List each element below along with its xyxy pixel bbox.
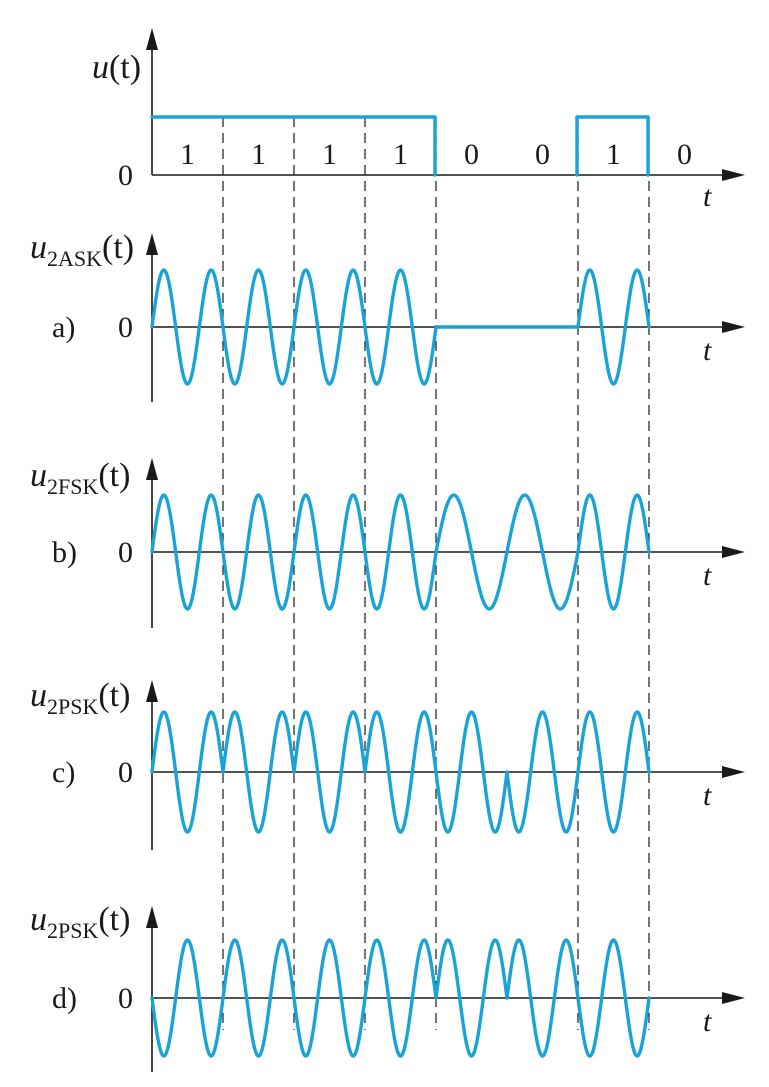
ask-t-label: t <box>703 334 712 367</box>
baseband-t-arrow <box>722 169 745 181</box>
panel-fsk: u2FSK(t) b) 0 t <box>30 457 745 628</box>
panel-dpsk: u2PSK(t) d) 0 t <box>30 901 745 1072</box>
baseband-t-label: t <box>703 180 712 213</box>
fsk-t-arrow <box>722 546 745 558</box>
bit-label: 1 <box>251 138 266 171</box>
psk-panel-label: c) <box>52 756 75 789</box>
ask-zero-label: 0 <box>118 311 133 344</box>
bit-label: 1 <box>393 138 408 171</box>
dpsk-y-arrow <box>146 906 158 928</box>
baseband-y-arrow <box>146 28 158 50</box>
psk-t-arrow <box>722 766 745 778</box>
dpsk-t-arrow <box>722 992 745 1004</box>
bit-labels: 1 1 1 1 0 0 1 0 <box>180 138 692 171</box>
ask-waveform <box>150 268 651 386</box>
baseband-waveform <box>150 115 650 177</box>
bit-label: 0 <box>677 138 692 171</box>
psk-y-arrow <box>146 680 158 702</box>
fsk-waveform <box>150 493 651 611</box>
fsk-t-label: t <box>703 559 712 592</box>
dpsk-t-label: t <box>703 1005 712 1038</box>
fsk-zero-label: 0 <box>118 536 133 569</box>
panel-psk: u2PSK(t) c) 0 t <box>30 677 745 850</box>
psk-waveform <box>150 710 651 834</box>
panel-ask: u2ASK(t) a) 0 t <box>30 229 745 402</box>
fsk-y-label: u2FSK(t) <box>30 457 130 499</box>
dpsk-y-label: u2PSK(t) <box>30 901 130 943</box>
ask-y-arrow <box>146 233 158 255</box>
ask-t-arrow <box>722 321 745 333</box>
bit-label: 0 <box>464 138 479 171</box>
baseband-panel: u(t) 0 t 1 1 1 1 0 0 1 0 <box>92 28 745 213</box>
bit-boundary-guides <box>222 117 650 1030</box>
psk-y-label: u2PSK(t) <box>30 677 130 719</box>
baseband-y-label: u(t) <box>92 49 141 86</box>
baseband-zero-label: 0 <box>118 159 133 192</box>
dpsk-panel-label: d) <box>52 982 77 1015</box>
fsk-y-arrow <box>146 458 158 480</box>
ask-panel-label: a) <box>52 311 75 344</box>
dpsk-waveform <box>150 938 651 1058</box>
psk-t-label: t <box>703 779 712 812</box>
bit-label: 1 <box>180 138 195 171</box>
psk-zero-label: 0 <box>118 756 133 789</box>
bit-label: 0 <box>535 138 550 171</box>
ask-y-label: u2ASK(t) <box>30 229 134 271</box>
fsk-panel-label: b) <box>52 536 77 569</box>
dpsk-zero-label: 0 <box>118 982 133 1015</box>
bit-label: 1 <box>606 138 621 171</box>
bit-label: 1 <box>322 138 337 171</box>
